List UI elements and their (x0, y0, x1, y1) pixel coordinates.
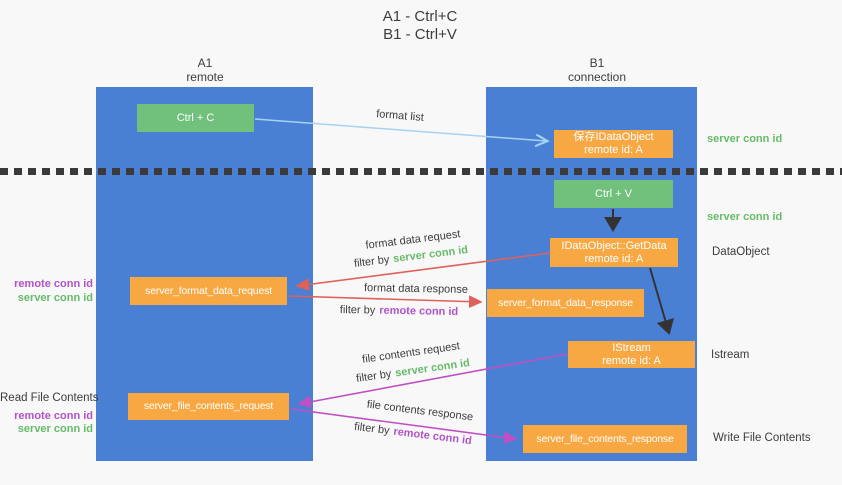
side-label-write-file-contents: Write File Contents (713, 432, 811, 444)
diagram-title: A1 - Ctrl+C B1 - Ctrl+V (330, 8, 510, 44)
node-ctrl-c: Ctrl + C (137, 104, 254, 132)
node-format-response-label: server_format_data_response (498, 296, 633, 309)
node-server-file-contents-request: server_file_contents_request (128, 393, 289, 420)
left-label-server-conn-id-2: server conn id (17, 423, 93, 435)
left-label-remote-conn-id-1: remote conn id (14, 278, 93, 290)
filter-value-remote-conn-id: remote conn id (379, 304, 459, 319)
lane-header-b1-line2: connection (567, 70, 627, 84)
lane-header-b1-line1: B1 (589, 56, 605, 70)
node-save-idataobject-line2: remote id: A (584, 144, 643, 156)
node-save-idataobject: 保存IDataObject remote id: A (554, 130, 673, 158)
title-line-2: B1 - Ctrl+V (383, 26, 457, 43)
node-istream-line1: IStream (612, 341, 651, 354)
node-istream: IStream remote id: A (568, 341, 695, 368)
arrow-label-format-data-response: format data response (363, 282, 469, 296)
lane-header-a1-line2: remote (186, 70, 224, 84)
session-divider-dashed-line (0, 168, 842, 175)
node-istream-line2: remote id: A (602, 354, 661, 367)
node-getdata-line1: IDataObject::GetData (561, 239, 667, 252)
left-label-server-conn-id-1: server conn id (17, 292, 93, 304)
node-server-file-contents-response: server_file_contents_response (523, 425, 687, 453)
side-label-istream: Istream (711, 349, 750, 361)
filter-value-server-conn-id: server conn id (394, 357, 471, 380)
filter-by-text: filter by (353, 420, 391, 438)
node-getdata-line2: remote id: A (584, 252, 644, 265)
filter-value-server-conn-id: server conn id (392, 244, 469, 266)
format-data-response-arrow (288, 295, 483, 309)
node-ctrl-v: Ctrl + V (554, 180, 673, 208)
node-ctrl-v-label: Ctrl + V (595, 187, 632, 200)
left-label-read-file-contents: Read File Contents (0, 392, 99, 404)
lane-header-a1-line1: A1 (197, 56, 213, 70)
node-server-format-data-request: server_format_data_request (130, 277, 287, 305)
side-label-server-conn-id-top: server conn id (707, 133, 783, 145)
title-line-1: A1 - Ctrl+C (382, 8, 458, 25)
node-ctrl-c-label: Ctrl + C (176, 111, 215, 124)
node-format-request-label: server_format_data_request (145, 284, 272, 297)
left-label-remote-conn-id-2: remote conn id (14, 410, 93, 422)
node-file-request-label: server_file_contents_request (143, 400, 274, 412)
arrow-label-format-list: format list (375, 108, 425, 124)
side-label-server-conn-id-mid: server conn id (707, 211, 783, 223)
arrow-label-file-contents-response: file contents response (366, 398, 474, 424)
filter-by-text: filter by (353, 253, 391, 270)
filter-by-text: filter by (339, 303, 376, 317)
lane-header-a1: A1 remote (155, 56, 255, 84)
lane-header-b1: B1 connection (547, 56, 647, 84)
filter-value-remote-conn-id: remote conn id (392, 425, 473, 448)
node-file-response-label: server_file_contents_response (536, 432, 674, 445)
node-server-format-data-response: server_format_data_response (487, 289, 644, 317)
side-label-dataobject: DataObject (712, 246, 770, 258)
filter-by-text: filter by (355, 368, 393, 385)
node-idataobject-getdata: IDataObject::GetData remote id: A (550, 238, 678, 267)
node-save-idataobject-line1: 保存IDataObject (573, 131, 654, 143)
